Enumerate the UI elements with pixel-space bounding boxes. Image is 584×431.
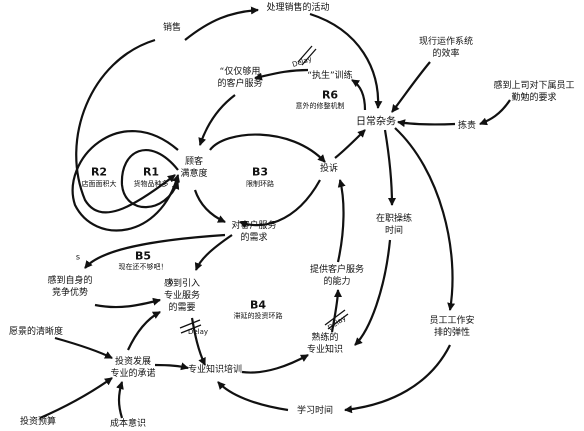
node-only-needed: “仅仅够用 的客户服务 xyxy=(217,67,263,89)
node-onjob: 在职操练 时间 xyxy=(375,214,413,236)
node-sales: 销售 xyxy=(162,23,182,33)
sign-o: o xyxy=(168,277,174,287)
arrow-budget-commitment xyxy=(39,377,113,420)
arrow-advantage-introduce xyxy=(94,297,161,309)
node-cost: 成本意识 xyxy=(109,419,147,429)
delay-bar-skilled xyxy=(324,309,346,326)
arrow-complaint-daily xyxy=(334,129,366,159)
arrow-sales-activities xyxy=(184,6,259,41)
arrow-b3-complaint-satisfaction xyxy=(239,179,321,229)
node-advantage: 感到自身的 竞争优势 xyxy=(47,276,93,298)
delay-bar-training xyxy=(179,319,201,329)
loop-b5-name: 现在还不够吧！ xyxy=(118,263,168,271)
arrow-satisfaction-demand xyxy=(193,189,226,223)
delay-label-training: Delay xyxy=(187,328,209,336)
arrow-commitment-training xyxy=(154,362,189,371)
arrow-cost-commitment xyxy=(116,381,124,419)
node-capability: 提供客户服务 的能力 xyxy=(309,265,365,287)
sign-s: s xyxy=(75,252,81,262)
loop-b3-name: 限制环路 xyxy=(246,180,274,188)
loop-r2-name: 店面面积大 xyxy=(81,180,117,188)
node-budget: 投资预算 xyxy=(19,417,57,427)
loop-b4-id: B4 xyxy=(249,298,267,312)
node-daily: 日常杂务 xyxy=(356,116,396,128)
loop-b3-id: B3 xyxy=(251,165,269,179)
delay-bar-exercise-2 xyxy=(301,48,317,66)
node-efficiency: 现行运作系统 的效率 xyxy=(418,37,474,59)
node-study: 学习时间 xyxy=(296,406,334,416)
node-urge: 拣贵 xyxy=(457,121,477,131)
loop-r6-name: 意外的修整机制 xyxy=(295,102,345,110)
arrow-urge-daily xyxy=(397,119,456,128)
node-introduce: 感到引入 专业服务 的需要 xyxy=(163,279,201,313)
arrow-demand-introduce xyxy=(194,234,233,271)
delay-bar-exercise xyxy=(297,45,313,63)
delay-bar-skilled-2 xyxy=(327,313,349,330)
node-superior: 感到上司对下属员工 勤勉的要求 xyxy=(493,81,575,103)
loop-r2-id: R2 xyxy=(90,165,108,179)
node-flexibility: 员工工作安 排的弹性 xyxy=(429,316,475,338)
arrow-exercise-onlyneeded xyxy=(254,68,309,81)
arrow-r2-outer xyxy=(71,130,180,232)
arrow-efficiency-daily xyxy=(391,61,431,113)
arrow-training-skilled xyxy=(241,354,309,374)
arrow-commitment-introduce xyxy=(127,311,161,351)
arrow-capability-complaint xyxy=(336,179,346,263)
node-demand: 对客户服务 的需求 xyxy=(231,221,277,243)
node-training: 专业知识培训 xyxy=(187,365,243,375)
node-commitment: 投资发展 专业的承诺 xyxy=(110,357,156,379)
arrow-daily-onjob xyxy=(383,129,396,206)
delay-bar-training-2 xyxy=(180,324,202,334)
arrow-vision-commitment xyxy=(54,336,113,359)
arrow-superior-urge xyxy=(479,99,511,126)
arrow-onjob-skilled xyxy=(354,239,392,346)
loop-r6-id: R6 xyxy=(321,88,339,102)
node-activities: 处理销售的活动 xyxy=(266,3,330,13)
arrow-demand-advantage xyxy=(84,233,226,269)
arrow-study-training xyxy=(217,381,289,412)
node-complaint: 投诉 xyxy=(319,164,339,174)
arrow-daily-exercise xyxy=(351,79,367,111)
arrow-sales-to-satisfaction xyxy=(75,38,176,214)
arrow-activities-daily xyxy=(309,12,383,109)
loop-r1-name: 货物品种多 xyxy=(133,180,169,188)
loop-b5-id: B5 xyxy=(134,249,152,263)
arrow-daily-flexibility xyxy=(394,127,456,311)
node-satisfaction: 顾客 满意度 xyxy=(180,157,208,179)
arrow-skilled-capability xyxy=(330,289,342,333)
arrow-introduce-training xyxy=(190,317,206,366)
node-vision: 愿景的清晰度 xyxy=(8,327,64,337)
arrow-r1-inner xyxy=(120,149,180,209)
loop-r1-id: R1 xyxy=(142,165,160,179)
arrow-flexibility-study xyxy=(344,344,451,414)
node-skilled: 熟练的 专业知识 xyxy=(306,333,344,355)
arrow-b3-satisfaction-complaint xyxy=(209,133,326,163)
loop-b4-name: 滞延的投资环路 xyxy=(233,312,283,320)
node-exercise: “执生”训练 xyxy=(307,71,353,81)
arrow-onlyneeded-satisfaction xyxy=(198,94,236,146)
